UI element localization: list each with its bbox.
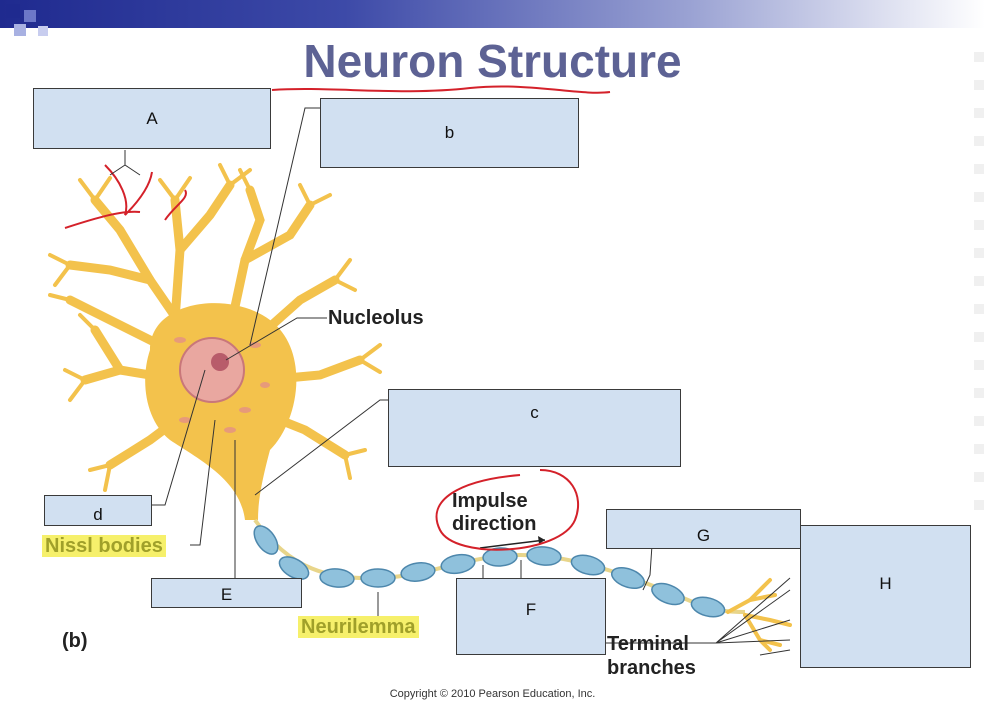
impulse-arrow (479, 539, 546, 549)
answer-box-h[interactable]: H (800, 525, 971, 668)
label-nissl-bodies: Nissl bodies (42, 535, 166, 558)
corner-decoration (6, 4, 48, 36)
panel-label: (b) (62, 630, 88, 652)
label-impulse-direction: Impulse direction (452, 490, 536, 536)
terminal-line2: branches (607, 657, 696, 679)
answer-box-d[interactable]: d (44, 495, 152, 526)
leader-lines (109, 107, 791, 656)
answer-box-b[interactable]: b (320, 98, 579, 168)
answer-box-g[interactable]: G (606, 509, 801, 549)
answer-box-d-text: d (93, 505, 103, 524)
nucleolus (211, 353, 229, 371)
answer-box-f-text: F (525, 600, 537, 619)
impulse-annotation (435, 469, 580, 551)
dendrite-annotation (64, 164, 187, 229)
terminal-line1: Terminal (607, 633, 689, 655)
neurilemma-text: Neurilemma (298, 616, 419, 638)
edge-decoration (974, 52, 984, 510)
nissl-bodies-text: Nissl bodies (42, 535, 166, 557)
answer-box-a-text: A (146, 109, 158, 128)
answer-box-e[interactable]: E (151, 578, 302, 608)
impulse-line2: direction (452, 513, 537, 535)
answer-box-c[interactable]: c (388, 389, 681, 467)
slide-title: Neuron Structure (303, 35, 682, 87)
axon-terminals (726, 578, 792, 652)
title-bar (0, 0, 985, 28)
answer-box-g-text: G (696, 526, 711, 545)
label-neurilemma: Neurilemma (298, 616, 419, 639)
cell-body (145, 303, 297, 520)
copyright: Copyright © 2010 Pearson Education, Inc. (389, 688, 596, 700)
dendrite-fine-branches (48, 163, 382, 492)
nucleus (179, 337, 245, 403)
label-terminal-branches: Terminal branches (607, 632, 696, 680)
answer-box-h-text: H (879, 574, 892, 593)
nissl-body-dots (174, 337, 270, 433)
myelin-sheath (253, 525, 726, 618)
title-underline-annotation (271, 85, 611, 94)
answer-box-b-text: b (444, 123, 455, 142)
impulse-line1: Impulse (452, 490, 528, 512)
label-nucleolus: Nucleolus (328, 307, 424, 329)
answer-box-f[interactable]: F (456, 578, 606, 655)
answer-box-e-text: E (220, 585, 233, 604)
answer-box-a[interactable]: A (33, 88, 271, 149)
answer-box-c-text: c (530, 403, 539, 422)
